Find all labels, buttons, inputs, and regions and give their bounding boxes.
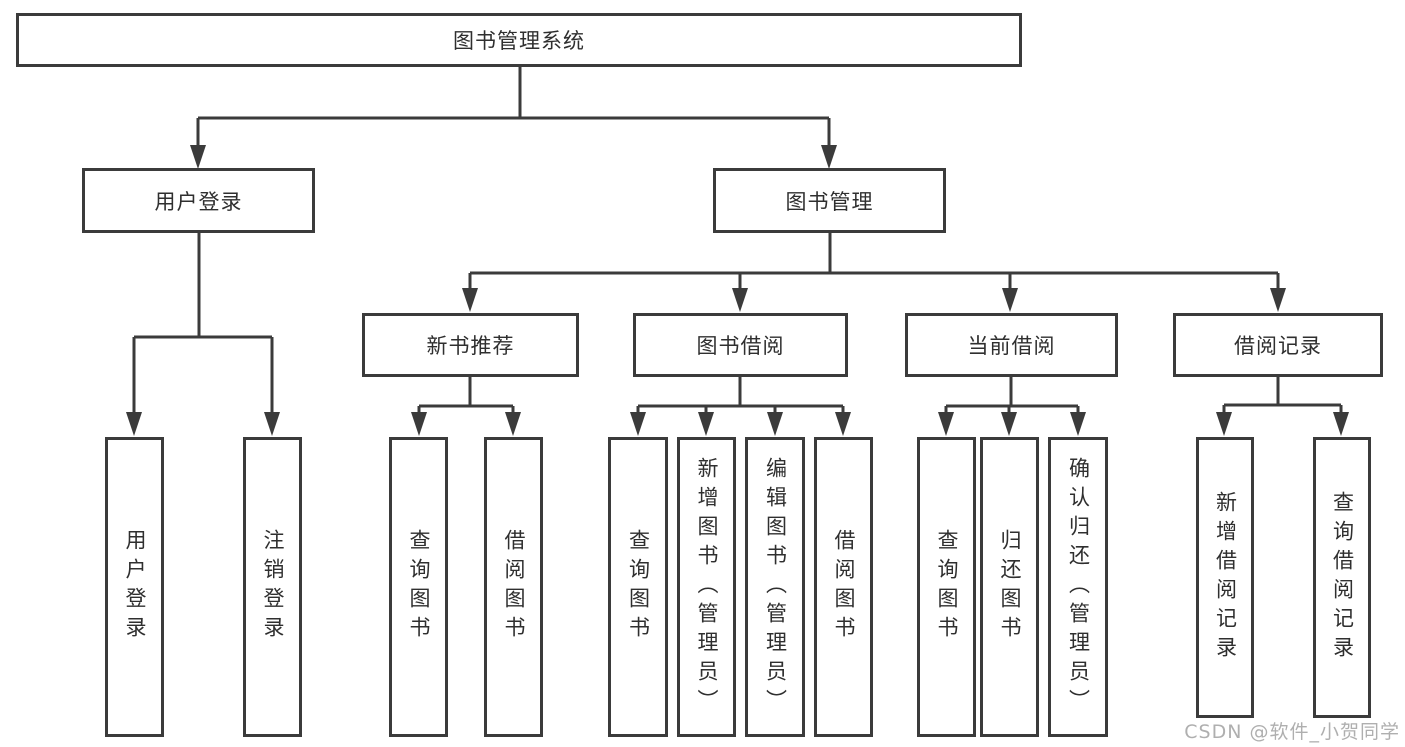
arrow-icon xyxy=(190,145,206,169)
leaf-record-query: 查询借阅记录 xyxy=(1313,437,1371,718)
arrow-icon xyxy=(821,145,837,169)
leaf-label: 查询借阅记录 xyxy=(1330,490,1355,665)
leaf-label: 查询图书 xyxy=(935,529,959,645)
arrow-icon xyxy=(732,288,748,312)
arrow-icon xyxy=(630,412,646,436)
leaf-label: 查询图书 xyxy=(407,529,431,645)
node-current-borrowing: 当前借阅 xyxy=(905,313,1118,377)
leaf-label: 借阅图书 xyxy=(502,529,526,645)
arrow-icon xyxy=(1001,412,1017,436)
leaf-user-login: 用户登录 xyxy=(105,437,164,737)
leaf-label: 新增图书（管理员） xyxy=(695,456,719,718)
arrow-icon xyxy=(411,412,427,436)
arrow-icon xyxy=(126,412,142,436)
node-borrowing-records: 借阅记录 xyxy=(1173,313,1383,377)
arrow-icon xyxy=(264,412,280,436)
node-user-login: 用户登录 xyxy=(82,168,315,233)
leaf-label: 确认归还（管理员） xyxy=(1066,456,1091,718)
leaf-record-add: 新增借阅记录 xyxy=(1196,437,1254,718)
leaf-borrow-edit-book-admin: 编辑图书（管理员） xyxy=(745,437,805,737)
connector-borrow-record-branch xyxy=(1222,377,1343,416)
leaf-rec-borrow-book: 借阅图书 xyxy=(484,437,543,737)
leaf-borrow-query-book: 查询图书 xyxy=(608,437,668,737)
leaf-borrow-add-book-admin: 新增图书（管理员） xyxy=(677,437,736,737)
leaf-current-return-book: 归还图书 xyxy=(980,437,1039,737)
arrow-icon xyxy=(1070,412,1086,436)
arrow-icon xyxy=(1002,288,1018,312)
leaf-label: 借阅图书 xyxy=(832,529,856,645)
connector-book-borrow-branch xyxy=(636,377,845,416)
connector-root-to-level2 xyxy=(196,67,831,148)
connector-new-book-rec-branch xyxy=(417,377,515,416)
arrow-icon xyxy=(938,412,954,436)
node-new-book-recommendation: 新书推荐 xyxy=(362,313,579,377)
leaf-label: 注销登录 xyxy=(261,529,285,645)
connector-current-borrow-branch xyxy=(944,377,1080,416)
connector-user-login-branch xyxy=(132,233,274,416)
leaf-current-query-book: 查询图书 xyxy=(917,437,976,737)
arrow-icon xyxy=(1216,412,1232,436)
leaf-label: 编辑图书（管理员） xyxy=(763,456,788,718)
arrow-icon xyxy=(767,412,783,436)
node-book-borrowing: 图书借阅 xyxy=(633,313,848,377)
arrow-icon xyxy=(505,412,521,436)
leaf-label: 新增借阅记录 xyxy=(1213,490,1238,665)
leaf-label: 归还图书 xyxy=(998,529,1022,645)
arrow-icon xyxy=(698,412,714,436)
leaf-logout: 注销登录 xyxy=(243,437,302,737)
arrow-icon xyxy=(462,288,478,312)
arrow-icon xyxy=(1270,288,1286,312)
connector-book-mgmt-branch xyxy=(468,233,1280,291)
arrow-icon xyxy=(835,412,851,436)
arrow-icon xyxy=(1333,412,1349,436)
leaf-label: 查询图书 xyxy=(626,529,651,645)
csdn-watermark: CSDN @软件_小贺同学 xyxy=(1184,721,1400,743)
node-library-management-system: 图书管理系统 xyxy=(16,13,1022,67)
leaf-current-confirm-return-admin: 确认归还（管理员） xyxy=(1048,437,1108,737)
leaf-borrow-borrow-book: 借阅图书 xyxy=(814,437,873,737)
node-book-management: 图书管理 xyxy=(713,168,946,233)
leaf-label: 用户登录 xyxy=(123,529,147,645)
leaf-rec-query-book: 查询图书 xyxy=(389,437,448,737)
